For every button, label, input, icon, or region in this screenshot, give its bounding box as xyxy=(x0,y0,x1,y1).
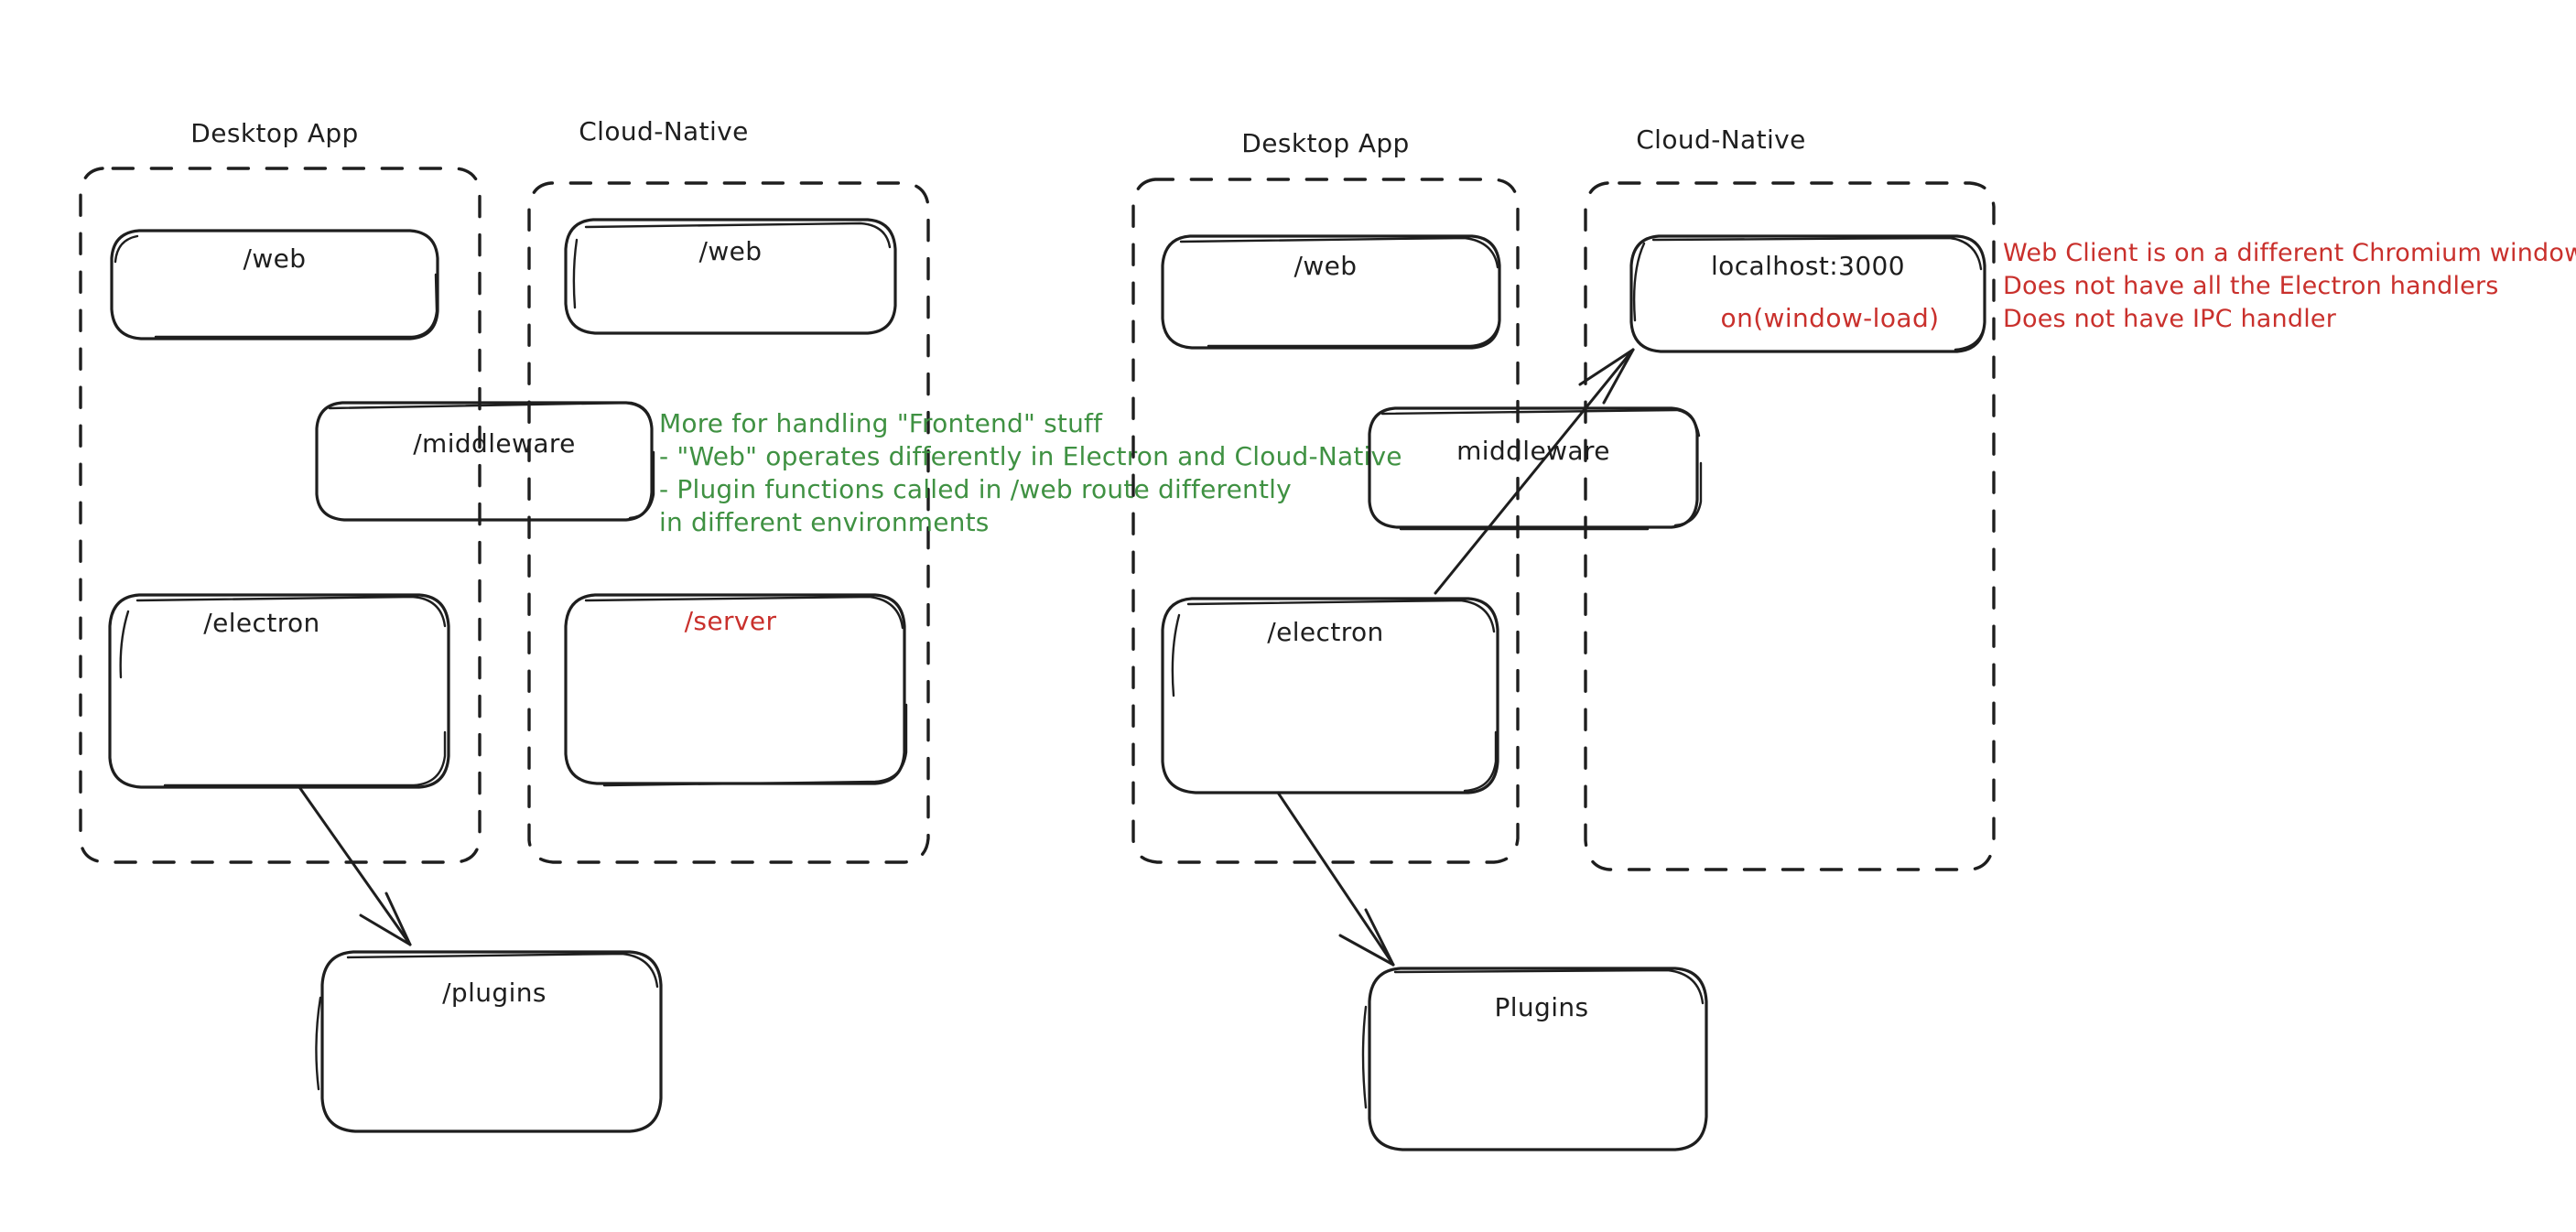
right-middleware-label: middleware xyxy=(1456,436,1610,466)
left-server-node[interactable] xyxy=(564,593,908,787)
left-desktop-web-label: /web xyxy=(244,243,307,274)
left-cloud-web-label: /web xyxy=(699,236,763,266)
left-cloud-web-node[interactable] xyxy=(564,218,897,335)
right-desktop-app-label: Desktop App xyxy=(1241,128,1409,158)
left-middleware-node[interactable] xyxy=(315,401,655,522)
left-plugins-label: /plugins xyxy=(442,978,547,1008)
right-plugins-node[interactable] xyxy=(1361,967,1708,1151)
red-note-line-2: Does not have all the Electron handlers xyxy=(2003,272,2499,300)
right-desktop-app-group[interactable] xyxy=(1131,178,1520,864)
left-electron-node[interactable] xyxy=(108,593,450,789)
left-middleware-label: /middleware xyxy=(413,428,576,459)
left-electron-to-plugins-arrow xyxy=(298,785,412,946)
right-plugins-label: Plugins xyxy=(1494,992,1588,1022)
left-desktop-web-node[interactable] xyxy=(110,229,439,340)
right-desktop-web-label: /web xyxy=(1294,251,1358,281)
right-desktop-web-node[interactable] xyxy=(1161,234,1501,350)
left-server-label: /server xyxy=(685,606,777,636)
left-electron-label: /electron xyxy=(203,608,319,638)
right-middleware-node[interactable] xyxy=(1368,406,1703,531)
green-note-line-1: More for handling "Frontend" stuff xyxy=(659,408,1103,438)
green-note-line-3: - Plugin functions called in /web route … xyxy=(659,474,1292,504)
right-electron-to-plugins-arrow xyxy=(1276,791,1395,967)
green-note-line-4: in different environments xyxy=(659,507,990,537)
left-cloud-native-label: Cloud-Native xyxy=(579,116,749,146)
left-plugins-node[interactable] xyxy=(315,950,663,1133)
green-note-line-2: - "Web" operates differently in Electron… xyxy=(659,441,1402,471)
right-electron-to-localhost-arrow xyxy=(1434,348,1635,595)
green-annotation-note: More for handling "Frontend" stuff - "We… xyxy=(659,408,1402,537)
right-electron-label: /electron xyxy=(1267,617,1383,647)
red-note-line-1: Web Client is on a different Chromium wi… xyxy=(2003,239,2576,267)
right-localhost-sublabel: on(window-load) xyxy=(1721,303,1940,333)
right-cloud-native-label: Cloud-Native xyxy=(1636,124,1806,155)
right-localhost-label: localhost:3000 xyxy=(1711,251,1905,281)
right-electron-node[interactable] xyxy=(1161,597,1499,794)
left-cloud-native-group[interactable] xyxy=(527,181,930,864)
left-desktop-app-label: Desktop App xyxy=(190,118,358,148)
right-localhost-node[interactable] xyxy=(1629,234,1986,353)
red-note-line-3: Does not have IPC handler xyxy=(2003,305,2337,333)
red-annotation-note: Web Client is on a different Chromium wi… xyxy=(2003,239,2576,333)
